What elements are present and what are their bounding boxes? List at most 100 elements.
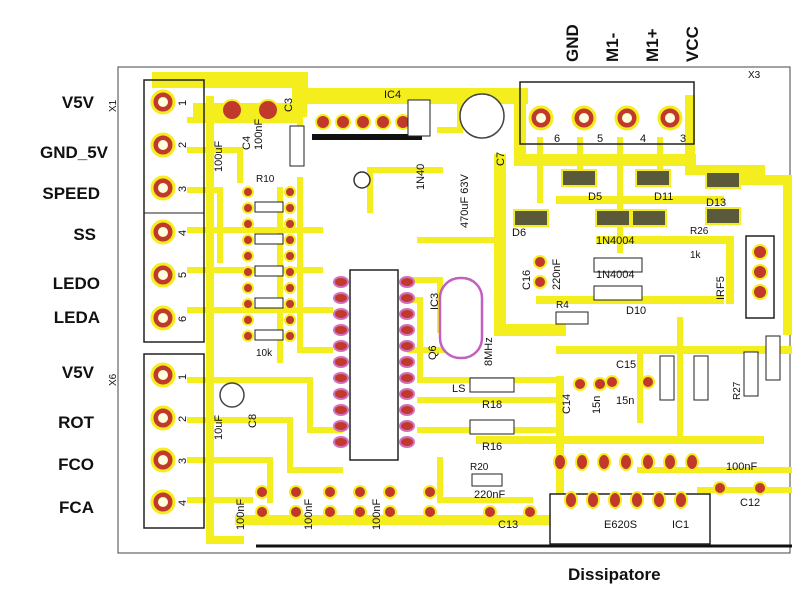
x1-housing [143, 79, 205, 343]
ref-r4: R4 [556, 300, 569, 311]
x6-label-v5v: V5V [62, 363, 95, 382]
ic1-pins [553, 453, 699, 509]
val-c8: 10uF [213, 415, 225, 440]
val-c14: 15n [591, 396, 603, 414]
x3-pin-num-4: 4 [640, 133, 646, 145]
x1-pin-1: 1 [177, 100, 189, 106]
x1-pin-3: 3 [177, 186, 189, 192]
terminal-screw [158, 413, 168, 423]
x6-pin-4: 4 [177, 500, 189, 506]
x6-terminals [150, 362, 176, 515]
mounting-hole [353, 171, 371, 189]
val-diode-1n4: 1N40 [415, 164, 427, 190]
ceramic-caps [255, 255, 767, 519]
resistor-bodies [254, 201, 284, 341]
x6-housing [143, 353, 205, 529]
val-q6: 8MHz [483, 337, 495, 366]
ref-c8: C8 [247, 414, 259, 428]
ref-ic3: IC3 [429, 293, 441, 310]
mosfet-pads [752, 244, 768, 300]
ref-r18: R18 [482, 399, 502, 411]
x3-pin-num-3: 3 [680, 133, 686, 145]
x1-terminals [150, 89, 176, 331]
x3-pin-label-m1-minus: M1- [603, 33, 622, 62]
x3-pin-label-vcc: VCC [683, 26, 702, 62]
terminal-screw [536, 113, 546, 123]
x1-label-ledo: LEDO [53, 274, 100, 293]
resistor-array [242, 186, 296, 342]
val-c3: 100nF [253, 119, 265, 150]
x1-pin-2: 2 [177, 142, 189, 148]
terminal-screw [158, 455, 168, 465]
ic2-pads [333, 276, 415, 448]
x3-pin-num-5: 5 [597, 133, 603, 145]
x3-pin-num-6: 6 [554, 133, 560, 145]
val-c15: 15n [616, 395, 634, 407]
ref-d11: D11 [654, 191, 673, 203]
crystal-body [438, 276, 484, 360]
val-1n4004-b: 1N4004 [596, 269, 635, 281]
x6-ref: X6 [108, 373, 119, 386]
x3-pin-label-m1-plus: M1+ [643, 28, 662, 62]
val-ic1: E620S [604, 519, 637, 531]
ref-c3: C3 [283, 98, 295, 112]
val-cap-bot-1: 100nF [235, 499, 247, 530]
val-c13: 220nF [474, 489, 505, 501]
x3-pin-label-gnd: GND [563, 24, 582, 62]
x1-pin-6: 6 [177, 316, 189, 322]
ref-d10: D10 [626, 305, 646, 317]
x6-pin-3: 3 [177, 458, 189, 464]
ref-c13: C13 [498, 519, 518, 531]
x1-ref: X1 [108, 99, 119, 112]
x1-pin-4: 4 [177, 230, 189, 236]
diode-array [513, 169, 741, 301]
ref-d6: D6 [512, 227, 526, 239]
val-1n4004-a: 1N4004 [596, 235, 635, 247]
x1-label-gnd5v: GND_5V [40, 143, 109, 162]
ref-c15: C15 [616, 359, 636, 371]
regulator-heatsink-bar [312, 134, 422, 140]
x1-label-v5v: V5V [62, 93, 95, 112]
terminal-screw [158, 227, 168, 237]
x1-pin-5: 5 [177, 272, 189, 278]
ref-d13: D13 [706, 197, 726, 209]
ref-d5: D5 [588, 191, 602, 203]
terminal-screw [665, 113, 675, 123]
x3-housing [519, 81, 695, 145]
val-c16: 220nF [551, 259, 563, 290]
x6-label-fca: FCA [59, 498, 94, 517]
ic4-body [407, 99, 431, 137]
val-c4: 100uF [213, 141, 225, 172]
ref-c14: C14 [561, 394, 573, 414]
val-c12: 100nF [726, 461, 757, 473]
terminal-screw [579, 113, 589, 123]
ref-ls: LS [452, 383, 465, 395]
terminal-screw [158, 140, 168, 150]
ref-r26: R26 [690, 226, 709, 237]
x6-label-fco: FCO [58, 455, 94, 474]
ref-c16: C16 [521, 270, 533, 290]
x1-label-ss: SS [73, 225, 96, 244]
ic2-body [349, 269, 399, 461]
electrolytic-caps [219, 93, 505, 408]
ref-r10: R10 [256, 174, 275, 185]
val-cap-bot-3: 100nF [371, 499, 383, 530]
val-r10k: 10k [256, 348, 273, 359]
ref-q6: Q6 [427, 345, 439, 360]
ref-irf: IRF5 [715, 276, 727, 300]
axial-resistors [289, 125, 781, 487]
x6-pin-1: 1 [177, 374, 189, 380]
val-c7: 470uF 63V [459, 174, 471, 228]
terminal-screw [158, 370, 168, 380]
ref-r27: R27 [732, 381, 743, 400]
ref-ic1: IC1 [672, 519, 689, 531]
x3-ref: X3 [748, 70, 761, 81]
ref-r20: R20 [470, 462, 489, 473]
val-r26: 1k [690, 250, 702, 261]
x6-pin-2: 2 [177, 416, 189, 422]
x1-label-speed: SPEED [42, 184, 100, 203]
terminal-screw [158, 97, 168, 107]
terminal-screw [158, 183, 168, 193]
